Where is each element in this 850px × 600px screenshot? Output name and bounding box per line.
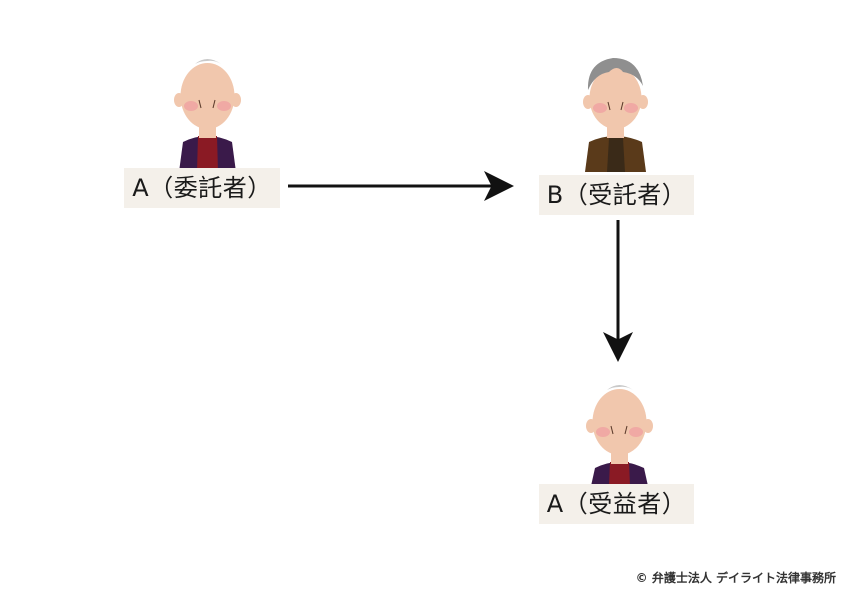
beneficiary-label: A（受益者） xyxy=(539,484,694,524)
copyright-text: © 弁護士法人 デイライト法律事務所 xyxy=(635,571,836,585)
elderly-man-gray-hair-icon xyxy=(583,58,648,172)
shirt xyxy=(609,462,630,486)
elderly-man-bald-icon xyxy=(586,385,653,486)
settlor-label: A（委託者） xyxy=(124,168,280,208)
shirt xyxy=(607,138,625,172)
shirt xyxy=(197,136,218,172)
elderly-man-bald-icon xyxy=(174,59,241,172)
trustee-label: B（受託者） xyxy=(539,175,694,215)
